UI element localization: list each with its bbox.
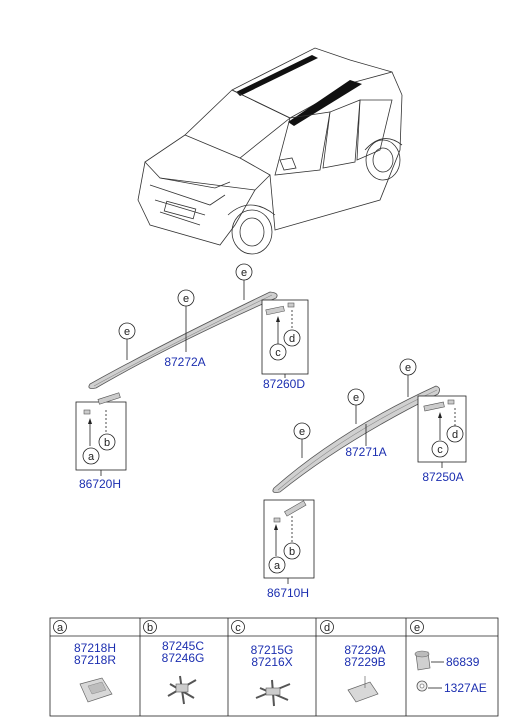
svg-text:b: b [147,622,153,634]
clip-box-87260D: c d [261,299,309,378]
part-number-87250A: 87250A [422,470,463,484]
legend-col-d: d 87229A 87229B [320,620,386,703]
marker-e-right-3: e [293,422,311,458]
legend-table: a 87218H 87218R b 87245C 87246G c 87215G… [49,617,499,717]
marker-e-right-1: e [399,358,417,397]
svg-text:87229A: 87229A [344,643,385,657]
svg-text:87229B: 87229B [344,655,385,669]
legend-col-a: a 87218H 87218R [53,620,116,703]
legend-col-b: b 87245C 87246G [143,620,205,705]
svg-text:e: e [299,426,305,438]
clip-box-86720H: a b [75,392,127,476]
marker-e-left-1: e [235,263,253,300]
part-number-86720H: 86720H [79,477,121,491]
svg-text:e: e [414,622,420,634]
clip-box-86710H: a b [263,499,315,584]
part-number-86710H: 86710H [267,586,309,600]
svg-text:1327AE: 1327AE [444,681,487,695]
roof-rail-right [272,385,440,493]
car-illustration [137,47,403,255]
svg-text:e: e [353,392,359,404]
svg-text:c: c [235,622,241,634]
roof-rail-left [88,291,278,389]
svg-text:b: b [104,437,110,449]
part-number-87272A: 87272A [164,355,205,369]
svg-text:a: a [88,451,95,463]
svg-text:c: c [275,347,281,359]
marker-e-left-2: e [177,289,195,326]
part-number-87260D: 87260D [263,377,305,391]
svg-text:e: e [124,326,130,338]
marker-e-right-2: e [347,388,365,424]
clip-box-87250A: c d [417,395,467,468]
marker-e-left-3: e [118,322,136,360]
svg-text:86839: 86839 [446,655,480,669]
svg-text:a: a [57,622,64,634]
svg-text:d: d [452,429,458,441]
svg-text:d: d [289,333,295,345]
svg-text:87218R: 87218R [74,653,116,667]
svg-text:87215G: 87215G [251,643,294,657]
svg-text:87216X: 87216X [251,655,292,669]
svg-text:e: e [183,293,189,305]
svg-text:c: c [437,444,443,456]
svg-text:87245C: 87245C [162,639,204,653]
svg-text:d: d [324,622,330,634]
legend-col-e: e 86839 1327AE [410,620,487,695]
part-number-87271A: 87271A [345,445,386,459]
svg-text:e: e [241,267,247,279]
svg-text:87218H: 87218H [74,641,116,655]
svg-text:b: b [289,546,295,558]
svg-text:a: a [274,560,281,572]
legend-col-c: c 87215G 87216X [231,620,294,707]
svg-text:87246G: 87246G [162,651,205,665]
svg-text:e: e [405,362,411,374]
